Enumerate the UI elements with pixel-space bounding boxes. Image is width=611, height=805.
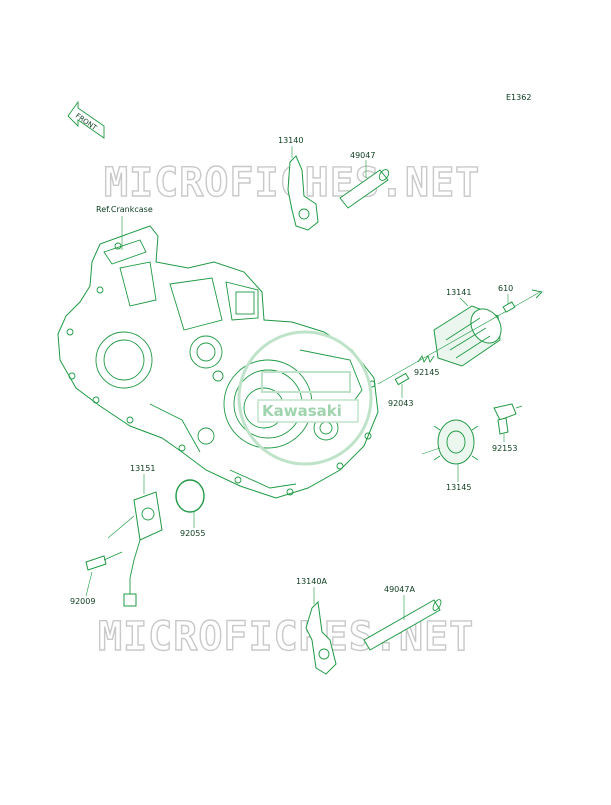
part-13140a-shift-fork: [305, 600, 337, 675]
part-92055-o-ring: [175, 479, 205, 513]
part-49047-shaft: [339, 169, 390, 209]
label-92145: 92145: [414, 368, 439, 377]
diagram-code: E1362: [506, 93, 531, 102]
label-13140: 13140: [278, 136, 303, 145]
crankcase-outline: [57, 225, 379, 499]
part-92009-screw: [85, 551, 123, 571]
label-13140a: 13140A: [296, 577, 327, 586]
label-49047: 49047: [350, 151, 375, 160]
part-13140-shift-fork: [287, 155, 319, 231]
kawasaki-logo-icon: Kawasaki: [237, 330, 373, 466]
label-92055: 92055: [180, 529, 205, 538]
label-13141: 13141: [446, 288, 471, 297]
part-92043-pin: [394, 372, 410, 386]
part-13145-gear: [433, 419, 479, 465]
logo-text: Kawasaki: [262, 402, 342, 420]
part-610-pin: [502, 301, 516, 313]
label-13151: 13151: [130, 464, 155, 473]
drum-axis-line: [377, 291, 541, 385]
label-13145: 13145: [446, 483, 471, 492]
label-49047a: 49047A: [384, 585, 415, 594]
part-13141-shift-drum: [433, 305, 502, 367]
axis-arrow-icon: [531, 289, 543, 299]
part-92153-bolt: [493, 403, 523, 435]
label-610: 610: [498, 284, 513, 293]
ref-crankcase-label: Ref.Crankcase: [96, 205, 153, 214]
part-13151-sensor: [107, 491, 163, 607]
label-92009: 92009: [70, 597, 95, 606]
part-92145-spring: [417, 354, 435, 364]
part-49047a-shaft: [363, 599, 442, 651]
front-arrow-icon: FRONT: [67, 100, 105, 139]
label-92043: 92043: [388, 399, 413, 408]
label-92153: 92153: [492, 444, 517, 453]
